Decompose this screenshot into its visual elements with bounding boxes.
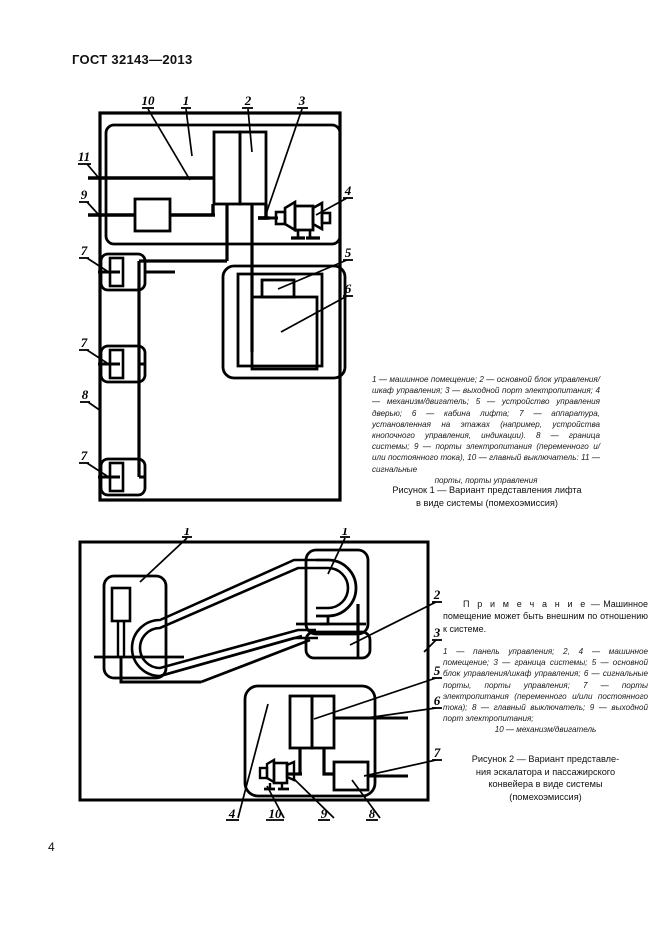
figure-2-legend: 1 — панель управления; 2, 4 — машинное п…	[443, 646, 648, 736]
figure-1-callout-11: 11	[78, 149, 90, 164]
figure-1-callout-7c: 7	[81, 448, 88, 463]
figure-1-diagram: 10 1 2 3 11 9 7 7 8 7 4 5 6	[78, 93, 353, 502]
figure-1-title-line-1: Рисунок 1 — Вариант представления лифта	[392, 485, 582, 495]
figure-2-callout-8: 8	[369, 806, 376, 821]
figure-2-title-line-2: ния эскалатора и пассажирского	[475, 766, 616, 777]
figure-2-callout-7: 7	[434, 745, 441, 760]
figure-2-callout-9: 9	[321, 806, 328, 821]
page-number: 4	[48, 840, 55, 854]
figure-2-legend-body: 1 — панель управления; 2, 4 — машинное п…	[443, 647, 648, 724]
figure-2-title-line-4: (помехоэмиссия)	[509, 791, 582, 802]
figure-1-callout-2: 2	[244, 93, 252, 108]
figure-1-callout-5: 5	[345, 245, 352, 260]
figure-2-title-line-3: конвейера в виде системы	[488, 779, 603, 790]
figure-1-legend-body: 1 — машинное помещение; 2 — основной бло…	[372, 375, 600, 474]
figure-2-callout-3: 3	[433, 625, 441, 640]
standard-header: ГОСТ 32143—2013	[72, 52, 193, 67]
figure-2-note-label: П р и м е ч а н и е	[463, 599, 588, 609]
figure-2-callout-2: 2	[433, 587, 441, 602]
figure-1-legend-last-line: порты, порты управления	[434, 475, 538, 485]
figure-2-callout-1b: 1	[342, 528, 349, 538]
figure-1-callout-4: 4	[344, 183, 352, 198]
figure-2-callout-4: 4	[228, 806, 236, 821]
figure-2-diagram: 1 1 2 3 5 6 7 4 10 9 8	[78, 528, 442, 821]
figure-1-callout-8: 8	[82, 387, 89, 402]
figure-1-title: Рисунок 1 — Вариант представления лифта …	[372, 484, 602, 509]
figure-2-note-text: — Машинное помещение может быть внешним …	[443, 599, 648, 634]
figure-2-callout-1a: 1	[184, 528, 191, 538]
figure-1-title-line-2: в виде системы (помехоэмиссия)	[416, 497, 558, 508]
figure-2-callout-6: 6	[434, 693, 441, 708]
figure-2-title-line-1: Рисунок 2 — Вариант представле-	[471, 754, 620, 764]
figure-1-callout-10: 10	[142, 93, 156, 108]
figure-1-callout-7a: 7	[81, 243, 88, 258]
figure-2-callout-5: 5	[434, 663, 441, 678]
figure-2-title: Рисунок 2 — Вариант представле- ния эска…	[443, 753, 648, 803]
figure-2-legend-last-line: 10 — механизм/двигатель	[494, 725, 597, 735]
figure-1-callout-7b: 7	[81, 335, 88, 350]
figure-1-callout-9: 9	[81, 187, 88, 202]
figure-1-callout-6: 6	[345, 281, 352, 296]
figure-2-callout-10: 10	[269, 806, 283, 821]
figure-1-callout-3: 3	[298, 93, 306, 108]
figure-1-callout-1: 1	[183, 93, 190, 108]
figure-1-legend: 1 — машинное помещение; 2 — основной бло…	[372, 374, 600, 486]
figure-2-note: П р и м е ч а н и е — Машинное помещение…	[443, 598, 648, 635]
